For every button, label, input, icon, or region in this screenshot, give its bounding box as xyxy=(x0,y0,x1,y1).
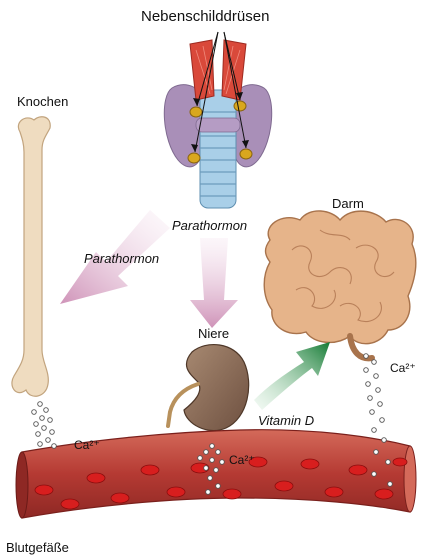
pth-label-left: Parathormon xyxy=(84,251,159,266)
calcium-label-middle: Ca²⁺ xyxy=(229,453,255,467)
bone-illustration xyxy=(12,117,50,397)
intestine-illustration xyxy=(264,211,416,358)
pth-arrow-to-kidney xyxy=(190,238,238,328)
intestine-label: Darm xyxy=(332,196,364,211)
pth-label-right: Parathormon xyxy=(172,218,247,233)
bone-label: Knochen xyxy=(17,94,68,109)
vitamin-d-label: Vitamin D xyxy=(258,413,314,428)
calcium-label-left: Ca²⁺ xyxy=(74,438,100,452)
vessels-label: Blutgefäße xyxy=(6,540,69,555)
vitamin-d-arrow xyxy=(254,342,330,410)
thyroid-illustration xyxy=(164,32,271,208)
parathyroid-label: Nebenschilddrüsen xyxy=(141,8,269,25)
kidney-illustration xyxy=(168,345,249,431)
calcium-label-right: Ca²⁺ xyxy=(390,361,416,375)
kidney-label: Niere xyxy=(198,326,229,341)
